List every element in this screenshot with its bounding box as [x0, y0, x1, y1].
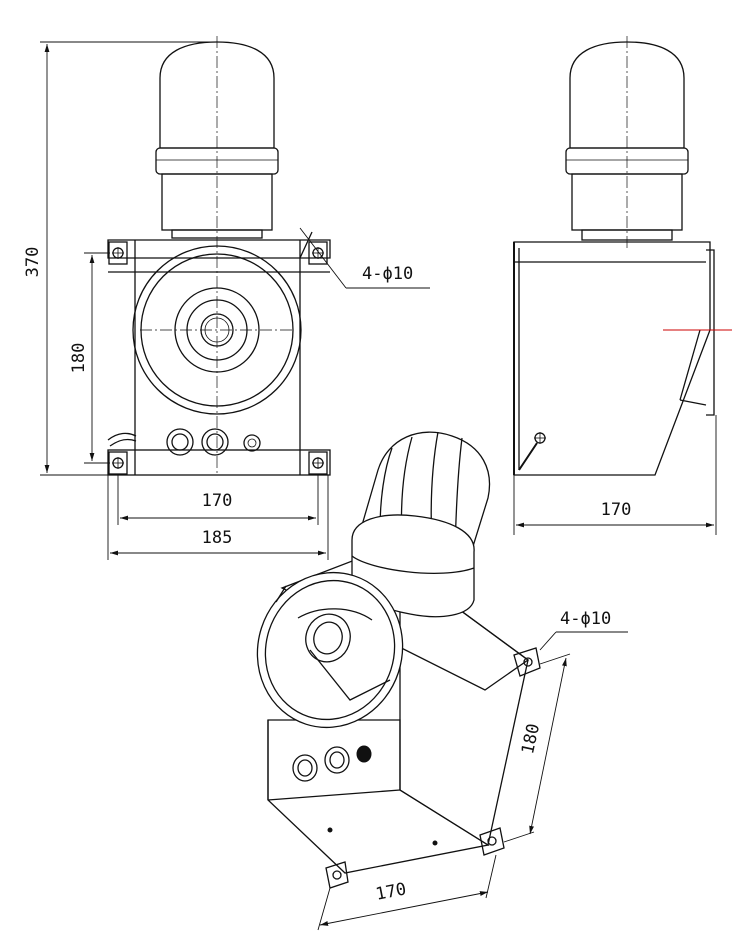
iso-view: 4-ϕ10 180 170 [256, 431, 628, 931]
front-bottom-flange [107, 449, 331, 476]
iso-beacon [351, 431, 491, 618]
side-housing [513, 241, 711, 476]
front-vent-plug [243, 434, 261, 452]
callout-iso-holes: 4-ϕ10 [560, 609, 611, 629]
front-mount-hole-br [308, 451, 328, 475]
dim-front-width-inner: 170 [202, 491, 233, 511]
side-view: 170 [513, 36, 732, 535]
dim-iso-width: 170 [374, 879, 408, 904]
callout-front-holes: 4-ϕ10 [362, 264, 413, 284]
front-cable-gland-1 [166, 428, 194, 456]
iso-vent-plug [356, 745, 372, 763]
dim-front-height-total: 370 [23, 247, 43, 278]
iso-speaker-horn [256, 571, 404, 729]
side-back-plate [706, 249, 715, 416]
front-mount-flange [107, 239, 331, 259]
dim-side-width: 170 [601, 500, 632, 520]
front-cable-gland-2 [201, 428, 229, 456]
front-mount-hole-bl [108, 451, 128, 475]
dim-front-height-box: 180 [69, 343, 89, 374]
front-view: 370 180 170 185 4-ϕ10 [23, 36, 430, 560]
iso-mount-tab-bl [325, 861, 349, 889]
iso-bottom-face [267, 719, 490, 874]
dim-iso-height: 180 [518, 722, 544, 756]
iso-cable-gland-1 [292, 754, 318, 782]
iso-mount-tab-br [479, 827, 505, 856]
iso-cable-gland-2 [324, 746, 350, 774]
front-mount-hole-tr [308, 241, 328, 265]
front-mount-hole-tl [108, 241, 128, 265]
front-speaker-horn [132, 245, 302, 415]
dim-front-width-outer: 185 [202, 528, 233, 548]
